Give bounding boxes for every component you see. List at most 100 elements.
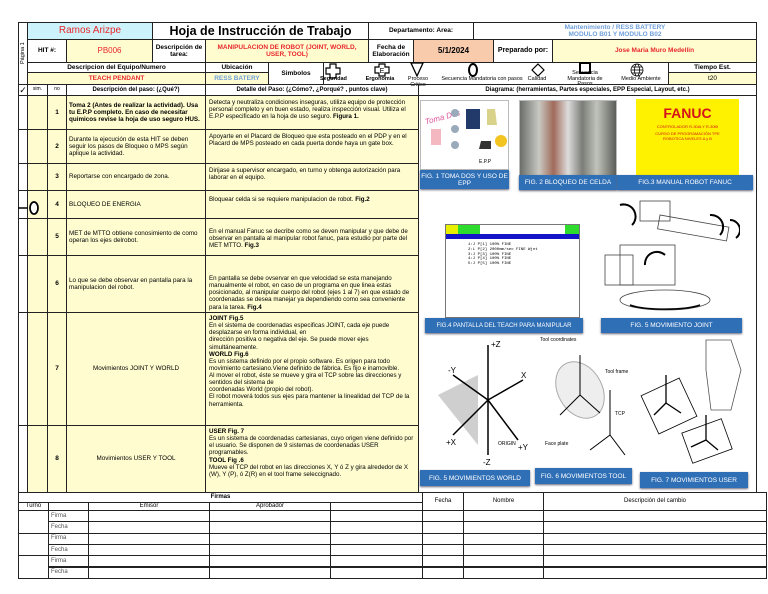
fig5-world-caption: FIG. 5 MOVIMIENTOS WORLD: [420, 470, 530, 486]
hit-label: HIT #:: [27, 39, 67, 63]
dept-value-1: Mantenimiento / RESS BATTERY: [564, 23, 666, 31]
step-number: 1: [47, 95, 67, 130]
svg-text:E.P.P: E.P.P: [479, 159, 492, 165]
detail-text: Detecta y neutraliza condiciones insegur…: [209, 99, 406, 121]
revision-date-cell[interactable]: [422, 566, 464, 579]
detail-line: Es un sistema definido por el propio sof…: [209, 357, 400, 372]
globe-icon: [630, 63, 644, 77]
fig2-image: [519, 100, 617, 176]
step-symbol-cell: [27, 425, 48, 493]
detail-figure-ref: Fig.3: [244, 242, 259, 250]
revision-name-header: Nombre: [463, 492, 544, 511]
fig5-joint-robot-drawing: [604, 200, 740, 311]
detail-heading: JOINT Fig.5: [209, 315, 244, 322]
step-symbol-cell: [27, 95, 48, 130]
tool-label: Face plate: [545, 441, 569, 447]
square-icon: [579, 62, 591, 74]
turno-cell[interactable]: [18, 532, 49, 557]
task-label: Descripción de tarea:: [152, 39, 206, 63]
axis-label: -Z: [483, 458, 491, 467]
step-detail: Dirijase a supervisor encargado, en turn…: [205, 163, 419, 191]
tool-label: Tool frame: [605, 369, 629, 375]
symbols-label: Simbolos: [268, 62, 324, 85]
axis-label: +Z: [491, 340, 501, 349]
detail-heading: TOOL Fig .6: [209, 456, 244, 464]
teach-program-line: 3:J P[3] 100% FINE: [468, 252, 512, 257]
fig1-caption: FIG. 1 TOMA DOS Y USO DE EPP: [420, 170, 509, 189]
step-symbol-cell: [27, 255, 48, 313]
symbol-label: Medio Ambiente: [621, 76, 661, 82]
revision-description-cell[interactable]: [543, 566, 767, 579]
task-value: MANIPULACION DE ROBOT (JOINT, WORLD, USE…: [205, 39, 369, 63]
step-number: 5: [47, 218, 67, 256]
step-number: 6: [47, 255, 67, 313]
symbol-label: Calidad: [527, 76, 547, 82]
detail-line: En el sistema de coordenadas especificas…: [209, 322, 390, 337]
teach-program-line: 4:J P[4] 100% FINE: [468, 257, 512, 262]
triangle-down-icon: [409, 62, 425, 78]
detail-figure-ref: Fig.4: [247, 303, 262, 311]
step-description: Reportarse con encargado de zona.: [66, 163, 206, 191]
axis-label: X: [521, 371, 527, 380]
detail-heading: USER Fig. 7: [209, 428, 245, 435]
svg-text:E: E: [380, 68, 385, 75]
detail-figure-ref: Figura 1.: [332, 113, 359, 121]
emisor-cell[interactable]: [88, 566, 210, 579]
symbol-label: Ergonomia: [365, 76, 395, 82]
diamond-icon: [531, 63, 545, 77]
detail-text: En el manual Fanuc se decribe como se de…: [209, 228, 408, 250]
fanuc-logo: FANUC: [663, 105, 712, 121]
origin-label: ORIGIN: [498, 441, 516, 447]
fig2-caption: FIG. 2 BLOQUEO DE CELDA: [519, 175, 617, 190]
step-detail: Apoyarte en el Placard de Bloqueo que es…: [205, 129, 419, 164]
step-detail: Bloquear celda si se requiere manipulaci…: [205, 190, 419, 219]
dept-label: Departamento: Area:: [368, 22, 474, 40]
detail-line: coordenadas World (propio del robot).: [209, 386, 314, 394]
date-value: 5/1/2024: [413, 39, 494, 63]
detail-line: Al mover el robot, éste se mueve y gira …: [209, 372, 402, 387]
step-detail: Detecta y neutraliza condiciones insegur…: [205, 95, 419, 130]
fig7-user-axes-drawing: [640, 339, 742, 464]
step-detail: En el manual Fanuc se decribe como se de…: [205, 218, 419, 256]
turno-cell[interactable]: [18, 510, 49, 534]
detail-text: Apoyarte en el Placard de Bloqueo que es…: [209, 133, 407, 148]
step-symbol-cell: [27, 218, 48, 256]
fanuc-subtitle: CONTROLADOR R-30iA Y R-30iB: [656, 124, 719, 129]
fig4-caption: FIG.4 PANTALLA DEL TEACH PARA MANIPULAR: [425, 318, 583, 333]
revision-date-header: Fecha: [422, 492, 464, 511]
turno-cell[interactable]: [18, 555, 49, 579]
step-symbol-cell: [27, 312, 48, 426]
extra-cell[interactable]: [330, 566, 423, 579]
hit-value: PB006: [66, 39, 153, 63]
step-description: Toma 2 (Antes de realizar la actividad).…: [66, 95, 206, 130]
fig6-caption: FIG. 6 MOVIMIENTOS TOOL: [535, 468, 632, 484]
step-number: 4: [47, 190, 67, 219]
step-description: BLOQUEO DE ENERGIA: [66, 190, 206, 219]
revision-name-cell[interactable]: [463, 566, 544, 579]
symbol-label: Seguridad: [320, 76, 347, 82]
fecha-label: Fecha: [48, 566, 89, 579]
step-detail: En pantalla se debe ovservar en que velo…: [205, 255, 419, 313]
detail-figure-ref: Fig.2: [355, 195, 370, 203]
step-number: 3: [47, 163, 67, 191]
step-description: Durante la ejecución de esta HIT se debe…: [66, 129, 206, 164]
plant-name: Ramos Arizpe: [27, 22, 153, 40]
prepared-label: Preparado por:: [493, 39, 553, 63]
step-number: 8: [47, 425, 67, 493]
fig3-caption: FIG.3 MANUAL ROBOT FANUC: [617, 175, 753, 190]
step-description: MET de MTTO obtiene conosimiento de como…: [66, 218, 206, 256]
detail-text: En pantalla se debe ovservar en que velo…: [209, 275, 410, 311]
aprobador-cell[interactable]: [209, 566, 331, 579]
step-number: 2: [47, 129, 67, 164]
step-number: 7: [47, 312, 67, 426]
fanuc-course: CURSO DE PROGRAMACIÓN TPE ROBOTICA NIVEL…: [655, 131, 720, 141]
teach-program-line: 5:J P[5] 100% FINE: [468, 262, 512, 267]
ellipse-icon: [468, 63, 478, 77]
